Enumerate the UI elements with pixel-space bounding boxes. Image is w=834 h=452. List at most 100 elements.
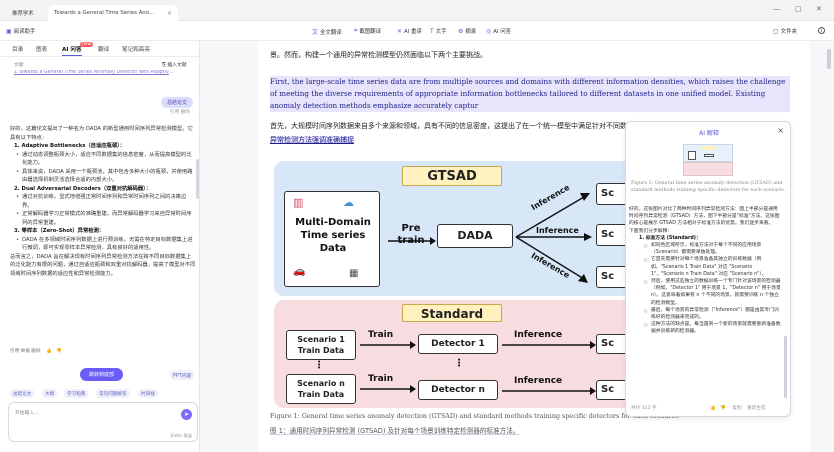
- figure-caption-en: Figure 1: General time series anomaly de…: [270, 412, 680, 420]
- ai-explain-popup: AI 解释 × Figure 1: General time series an…: [625, 121, 791, 417]
- dada-box: DADA: [437, 224, 513, 248]
- ai-icon: ✕: [397, 27, 403, 35]
- tab-notes[interactable]: 笔记和高亮: [122, 47, 150, 53]
- scroll-bottom-button[interactable]: 跳转到底部: [80, 368, 124, 381]
- ai-reading-label: AI 重读: [404, 29, 422, 35]
- crop-icon: ⌗: [354, 27, 358, 34]
- figure-caption-zh: 图 1：通用时间序列异常检测 (GTSAD) 及针对每个场景训练特定检测器的标准…: [270, 427, 520, 435]
- gtsad-panel: GTSAD ▥ ☁ Multi-Domain Time series Data …: [274, 161, 634, 296]
- insert-reference-label: 插入文献: [167, 63, 187, 68]
- input-hint: Enter 发送: [171, 433, 192, 438]
- panel-tabs: 目录 图表 AI 问答 new 翻译 笔记和高亮: [0, 41, 200, 57]
- suggestion-chip[interactable]: 时间线: [138, 389, 158, 398]
- folder-icon: ▢: [773, 27, 779, 35]
- notes-button[interactable]: ⚙摘录: [458, 27, 477, 36]
- tab-close-icon[interactable]: ×: [166, 9, 172, 17]
- thumb-title-block: [702, 146, 716, 150]
- tab-home-label: 推荐学术: [12, 11, 34, 17]
- tab-translate[interactable]: 翻译: [98, 47, 110, 53]
- doc-scrollbar[interactable]: [827, 49, 831, 69]
- popup-close-icon[interactable]: ×: [777, 126, 784, 135]
- tab-document[interactable]: Towards a General Time Series Anomaly De…: [48, 5, 178, 21]
- notes-label: 摘录: [465, 29, 477, 35]
- thumbs-down-icon[interactable]: 👎: [56, 349, 62, 354]
- multi-domain-label: Multi-Domain Time series Data: [295, 217, 371, 254]
- suggestion-chip[interactable]: 常见问题解答: [96, 389, 130, 398]
- insert-icon: ⎘: [162, 63, 166, 68]
- tab-home[interactable]: 推荐学术: [6, 5, 40, 21]
- window-close-icon[interactable]: ✕: [816, 5, 822, 13]
- thumb-model-block: [704, 154, 714, 157]
- explanation-line: 然后，使用这些独立的数据训练一个专门针对该场景的检测器（例如，"Detector…: [629, 278, 781, 307]
- question-actions[interactable]: 引用 删除: [170, 110, 190, 115]
- notes-icon: ⚙: [458, 27, 464, 35]
- answer-line: 好的，这篇论文提出了一种名为 DADA 的新型通用时间序列异常检测模型。它具有以…: [10, 126, 193, 141]
- scenario1-data-box: Scenario 1 Train Data: [286, 330, 356, 360]
- reference-selector[interactable]: 文献 ⎘ 插入文献 1.Towards a General Time Serie…: [14, 61, 194, 79]
- scenarion-data-box: Scenario n Train Data: [286, 374, 356, 404]
- translate-icon: 文: [312, 29, 319, 36]
- file-mode-button[interactable]: ▢文件夹: [773, 27, 797, 36]
- minimize-icon[interactable]: —: [773, 5, 780, 13]
- std-inference-label-1: Inference: [514, 330, 563, 340]
- send-icon[interactable]: ➤: [181, 409, 192, 420]
- screenshot-translate-button[interactable]: ⌗截图翻译: [354, 27, 381, 35]
- inference-label-2: Inference: [536, 226, 579, 235]
- reference-title-link[interactable]: 1.Towards a General Time Series Anomaly …: [14, 70, 174, 75]
- pre-train-arrow: [388, 237, 436, 245]
- tab-toc[interactable]: 目录: [12, 47, 24, 53]
- panel-icon: ▣: [6, 27, 12, 35]
- info-icon[interactable]: i: [818, 27, 825, 34]
- regenerate-button[interactable]: 重新生成: [747, 406, 766, 411]
- ai-qa-button[interactable]: ◎AI 问答: [486, 27, 511, 36]
- user-question-bubble: 总结论文: [160, 97, 193, 108]
- popup-title: AI 解释: [699, 130, 719, 137]
- answer-line: 总而言之，DADA 旨在解决现有时间序列异常检测方法在跨不同目标数据集上的泛化能…: [10, 253, 196, 277]
- std-inference-arrow-2: [502, 387, 596, 395]
- std-inference-label-2: Inference: [514, 376, 563, 386]
- thumbs-up-icon[interactable]: 👍: [45, 349, 52, 354]
- tab-figures[interactable]: 图表: [36, 47, 48, 53]
- suggestion-chip[interactable]: 总结论文: [10, 389, 35, 398]
- tab-document-label: Towards a General Time Series Anomaly De…: [54, 10, 157, 16]
- popup-thumbs-up-icon[interactable]: 👍: [709, 406, 716, 411]
- doc-en-paragraph: First, the large-scale time series data …: [270, 76, 790, 112]
- chat-icon: ◎: [486, 27, 492, 35]
- explanation-line: 1. 标准方法 (Standard)：: [639, 235, 701, 241]
- restore-icon[interactable]: ▢: [795, 5, 802, 13]
- insert-reference-button[interactable]: ⎘ 插入文献: [162, 61, 187, 68]
- chat-input[interactable]: 开始输入... ➤ Enter 发送: [8, 402, 198, 442]
- ai-reading-button[interactable]: ✕AI 重读: [397, 27, 422, 36]
- suggestion-chip[interactable]: 学习指南: [64, 389, 89, 398]
- car-icon: 🚗: [293, 266, 306, 277]
- panel-scrollbar[interactable]: [196, 159, 199, 199]
- text-icon: T: [430, 27, 434, 35]
- detectorn-box: Detector n: [418, 380, 498, 400]
- ai-answer: 好的，这篇论文提出了一种名为 DADA 的新型通用时间序列异常检测模型。它具有以…: [10, 125, 196, 278]
- gtsad-title: GTSAD: [402, 166, 502, 186]
- answer-line: 3. 零样本（Zero-Shot）异常检测：: [14, 228, 105, 234]
- figure-thumbnail-standard: [683, 162, 733, 176]
- figure-thumbnail: [683, 144, 733, 162]
- copy-button[interactable]: 复制: [732, 406, 742, 411]
- explanation-line: 这种方法的缺点是，每当遇到一个新的场景就需要重新准备数据并训练新的检测器。: [629, 321, 781, 335]
- explanation-line: 最后，每个场景的异常检测（"Inference"）都是由其专门训练好的检测器来完…: [629, 307, 781, 321]
- popup-scrollbar[interactable]: [784, 336, 787, 398]
- scenario-output-1: Sc: [596, 183, 634, 205]
- answer-actions[interactable]: 引用 举报 删除 👍 👎: [10, 348, 62, 354]
- tab-ai-qa[interactable]: AI 问答: [62, 47, 82, 56]
- reading-assistant-toggle[interactable]: ▣ 阅读助手: [6, 27, 36, 36]
- ppt-button[interactable]: PPT内容: [170, 370, 195, 380]
- assistant-panel: 目录 图表 AI 问答 new 翻译 笔记和高亮 文献 ⎘ 插入文献 1.Tow…: [0, 41, 200, 452]
- standard-title: Standard: [402, 304, 502, 322]
- suggestion-chip[interactable]: 大纲: [42, 389, 58, 398]
- full-translate-button[interactable]: 文全文翻译: [312, 27, 342, 36]
- reading-assistant-label: 阅读助手: [13, 29, 36, 35]
- screenshot-translate-label: 截图翻译: [359, 29, 381, 35]
- answer-line: 1. Adaptive Bottlenecks（自适应瓶颈）：: [14, 143, 126, 149]
- popup-thumbs-down-icon[interactable]: 👎: [720, 406, 726, 411]
- explanation-line: 如同色区域所示，标准方法对于每个不同的应用场景（Scenario）都需要单独处理…: [629, 242, 781, 256]
- answer-line: 具体来说，DADA 采用一个瓶颈池，其中包含多种大小的瓶颈，并使用路由器选择机制…: [10, 168, 196, 185]
- file-mode-label: 文件夹: [780, 29, 797, 35]
